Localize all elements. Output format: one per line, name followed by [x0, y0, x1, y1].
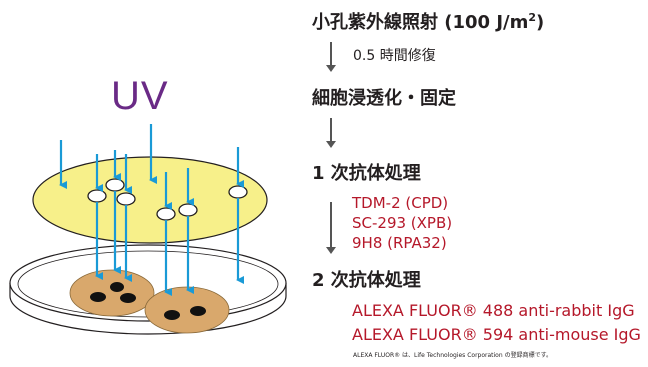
repair-time-label: 0.5 時間修復: [353, 48, 436, 64]
trademark-footnote: ALEXA FLUOR® は、Life Technologies Corpora…: [353, 352, 552, 359]
uv-rays-transmitted: [95, 191, 244, 296]
uv-rays-incident: [59, 124, 244, 210]
secondary-antibody-2: ALEXA FLUOR® 594 anti-mouse IgG: [352, 325, 641, 344]
primary-antibody-2: SC-293 (XPB): [352, 214, 453, 232]
step-permeabilize-fix: 細胞浸透化・固定: [312, 88, 456, 109]
step-secondary-antibody: 2 次抗体処理: [312, 270, 421, 291]
uv-irradiation-diagram: UV: [0, 0, 300, 363]
arrow-1: [326, 42, 336, 72]
secondary-antibody-1: ALEXA FLUOR® 488 anti-rabbit IgG: [352, 301, 635, 320]
primary-antibody-1: TDM-2 (CPD): [352, 194, 449, 212]
step-uv-irradiation: 小孔紫外線照射 (100 J/m2): [312, 11, 545, 33]
cell-left: [69, 269, 155, 317]
arrow-2: [326, 118, 336, 148]
illustration-svg: [9, 124, 287, 335]
cell-right: [144, 286, 230, 334]
arrow-3: [326, 202, 336, 254]
uv-label: UV: [111, 74, 169, 118]
primary-antibody-3: 9H8 (RPA32): [352, 234, 447, 252]
step-primary-antibody: 1 次抗体処理: [312, 163, 421, 184]
